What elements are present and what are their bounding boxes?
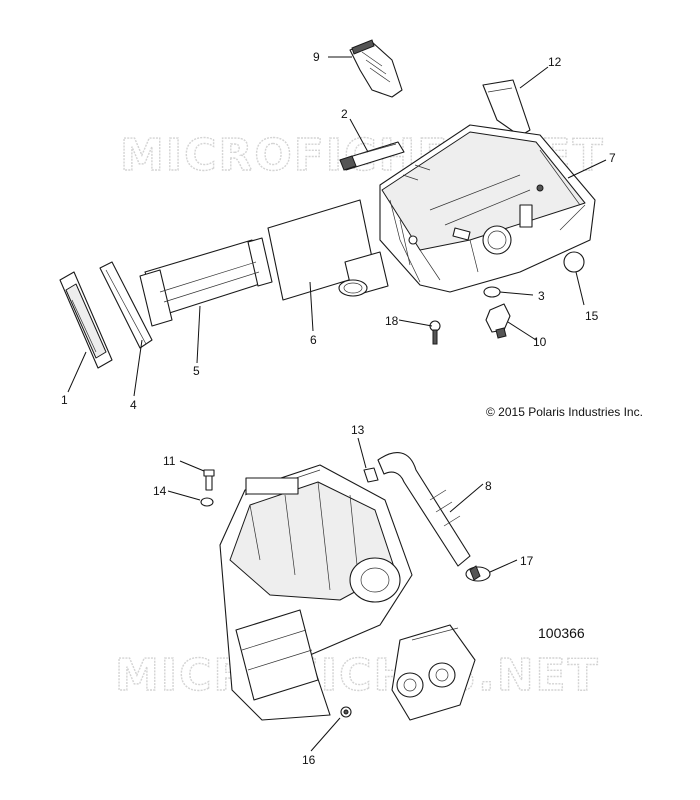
part-8-hose bbox=[377, 452, 471, 567]
part-15-plug bbox=[563, 251, 585, 273]
part-10-fitting bbox=[485, 303, 511, 339]
part-18-screw bbox=[429, 320, 441, 345]
callout-8: 8 bbox=[485, 479, 492, 493]
callout-10: 10 bbox=[533, 335, 547, 349]
leader-lines bbox=[67, 56, 607, 752]
callout-6: 6 bbox=[310, 333, 317, 347]
part-13-clamp bbox=[363, 467, 379, 483]
part-16-screw bbox=[340, 706, 352, 718]
callout-9: 9 bbox=[313, 50, 320, 64]
part-4-gasket bbox=[99, 261, 153, 349]
part-17-clamp bbox=[465, 565, 491, 582]
callout-14: 14 bbox=[153, 484, 167, 498]
callout-15: 15 bbox=[585, 309, 599, 323]
callout-11: 11 bbox=[163, 454, 176, 468]
callout-17: 17 bbox=[520, 554, 534, 568]
part-7-airbox-housing bbox=[379, 124, 596, 293]
throttle-body bbox=[391, 624, 476, 721]
part-2-strap bbox=[339, 141, 405, 171]
part-11-bolt bbox=[203, 469, 215, 491]
callout-1: 1 bbox=[61, 393, 68, 407]
callout-16: 16 bbox=[302, 753, 316, 767]
part-1-cover-plate bbox=[59, 271, 113, 369]
callout-4: 4 bbox=[130, 398, 137, 412]
lower-airbox-assembly bbox=[219, 464, 413, 721]
callout-7: 7 bbox=[609, 151, 616, 165]
callout-12: 12 bbox=[548, 55, 562, 69]
part-3-o-ring bbox=[483, 286, 501, 298]
diagram-part-number: 100366 bbox=[538, 625, 585, 641]
callout-18: 18 bbox=[385, 314, 399, 328]
callout-13: 13 bbox=[351, 423, 365, 437]
part-14-washer bbox=[200, 497, 214, 507]
watermark-bottom: MICROFICHES.NET bbox=[115, 650, 600, 701]
part-5-air-filter bbox=[139, 237, 273, 327]
part-9-bracket bbox=[349, 39, 403, 98]
part-6-prefilter bbox=[267, 199, 389, 301]
copyright-notice: © 2015 Polaris Industries Inc. bbox=[486, 405, 643, 419]
callout-2: 2 bbox=[341, 107, 348, 121]
callout-5: 5 bbox=[193, 364, 200, 378]
callout-3: 3 bbox=[538, 289, 545, 303]
